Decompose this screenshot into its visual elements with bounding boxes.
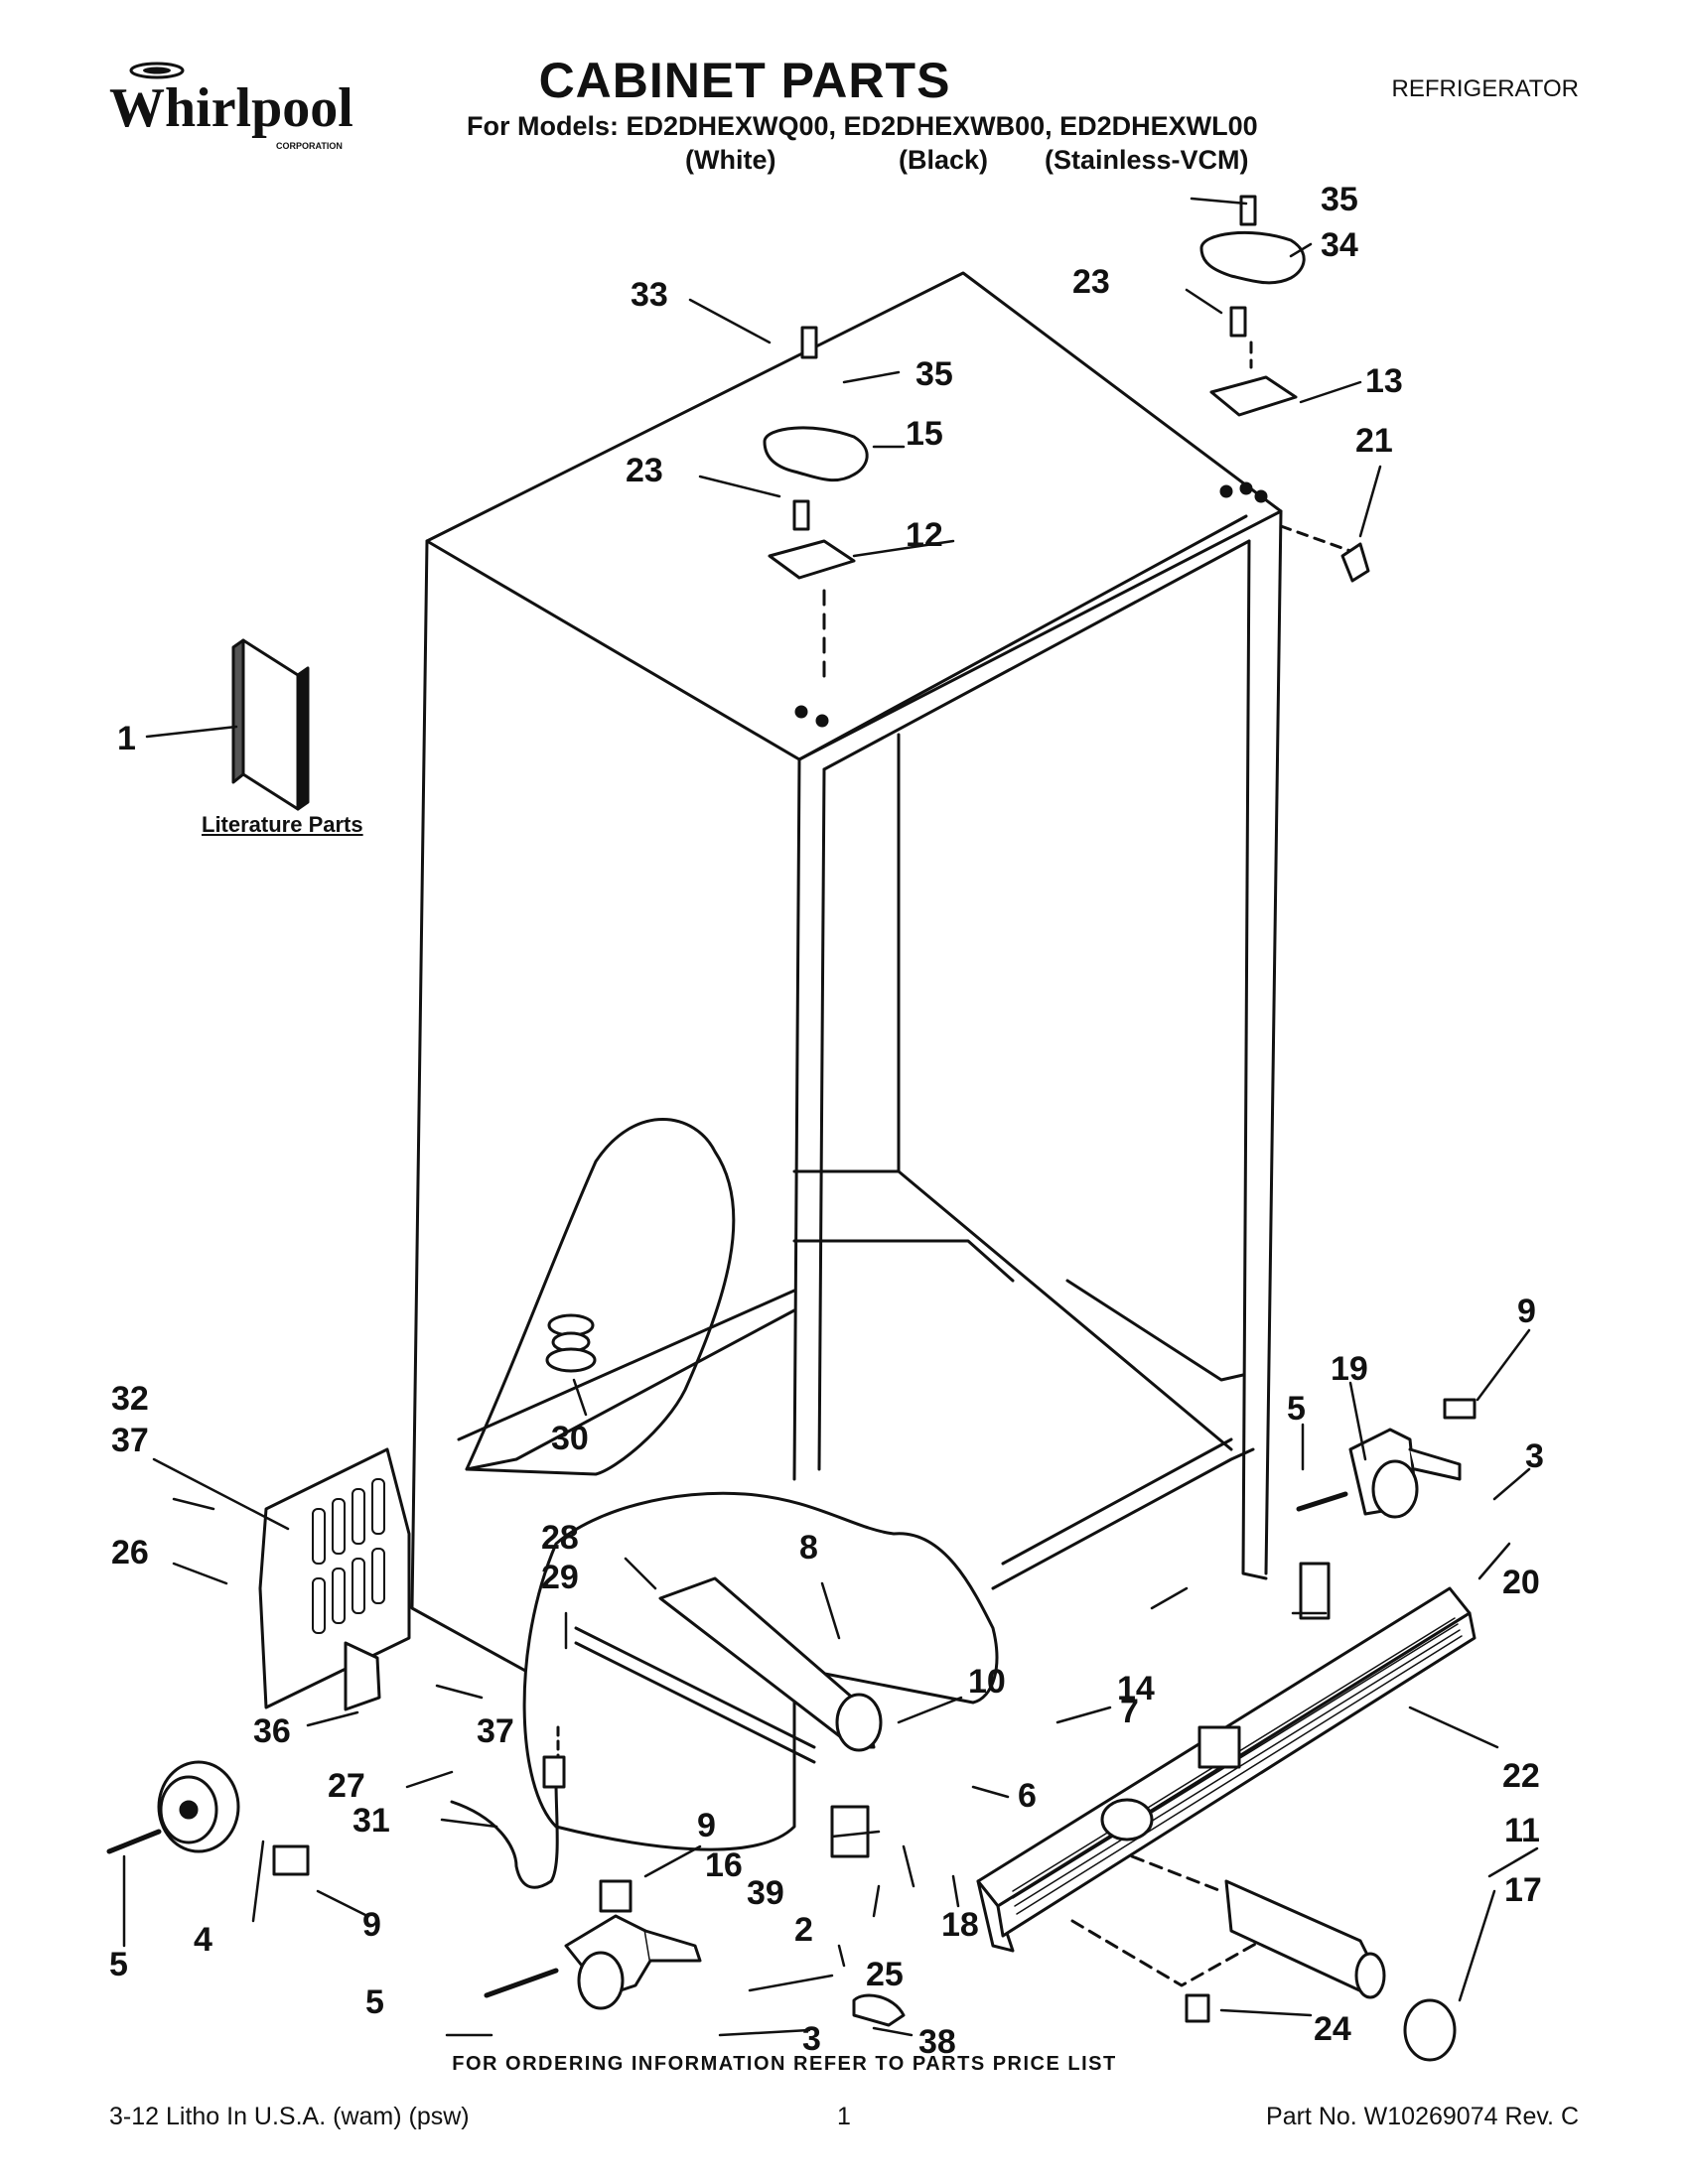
water-tube-assembly xyxy=(450,1725,566,1889)
callout-9c: 9 xyxy=(362,1906,381,1944)
brand-subtitle: CORPORATION xyxy=(276,141,343,151)
callout-32: 32 xyxy=(111,1380,149,1418)
ordering-note: FOR ORDERING INFORMATION REFER TO PARTS … xyxy=(452,2053,1117,2075)
callout-5: 5 xyxy=(109,1946,128,1983)
page-number: 1 xyxy=(837,2103,851,2130)
variant-black: (Black) xyxy=(899,145,989,175)
callout-labels: 1 2 3 3 4 5 5 5 6 7 8 9 9 9 10 11 12 13 … xyxy=(109,181,1544,2061)
cabinet-shell xyxy=(410,271,1283,1690)
callout-19: 19 xyxy=(1331,1350,1368,1388)
callout-9b: 9 xyxy=(697,1807,716,1844)
callout-10: 10 xyxy=(968,1663,1006,1701)
roller-bracket-right xyxy=(1296,1398,1477,1620)
hinge-assembly-left xyxy=(763,326,869,728)
toe-grille xyxy=(976,1586,1477,1953)
callout-1: 1 xyxy=(117,720,136,757)
page-title: CABINET PARTS xyxy=(538,53,951,108)
callout-14: 14 xyxy=(1117,1670,1155,1707)
rear-grille xyxy=(258,1447,411,1709)
callout-12: 12 xyxy=(906,516,943,554)
callout-25: 25 xyxy=(866,1956,904,1993)
callout-35b: 35 xyxy=(915,355,953,393)
callout-28: 28 xyxy=(541,1519,579,1557)
category-label: REFRIGERATOR xyxy=(1391,75,1579,102)
callout-38: 38 xyxy=(918,2023,956,2061)
callout-9: 9 xyxy=(1517,1293,1536,1330)
callout-39: 39 xyxy=(747,1874,784,1912)
roller-left xyxy=(106,1760,240,1854)
water-filter xyxy=(1070,1854,1457,2062)
models-line: For Models: ED2DHEXWQ00, ED2DHEXWB00, ED… xyxy=(467,111,1258,141)
callout-24: 24 xyxy=(1314,2010,1351,2048)
small-hardware xyxy=(272,1576,1241,2027)
callout-21: 21 xyxy=(1355,422,1393,460)
callout-13: 13 xyxy=(1365,362,1403,400)
grommet-part xyxy=(545,1313,597,1373)
callout-5b: 5 xyxy=(365,1983,384,2021)
callout-17: 17 xyxy=(1504,1871,1542,1909)
callout-16: 16 xyxy=(705,1846,743,1884)
callout-3: 3 xyxy=(1525,1437,1544,1475)
callout-20: 20 xyxy=(1502,1564,1540,1601)
hinge-assembly-right xyxy=(1199,195,1370,583)
callout-37: 37 xyxy=(111,1422,149,1459)
callout-7: 7 xyxy=(1120,1693,1139,1730)
cutaway-upper xyxy=(457,1118,796,1476)
callout-35: 35 xyxy=(1321,181,1358,218)
callout-27: 27 xyxy=(328,1767,365,1805)
callout-4: 4 xyxy=(194,1921,212,1959)
literature-parts-label: Literature Parts xyxy=(202,812,363,837)
callout-30: 30 xyxy=(551,1420,589,1457)
callout-5c: 5 xyxy=(1287,1390,1306,1428)
roller-bracket-front xyxy=(484,1914,702,2010)
callout-23b: 23 xyxy=(626,452,663,489)
callout-6: 6 xyxy=(1018,1777,1037,1815)
leader-lines xyxy=(122,197,1539,2037)
callout-2: 2 xyxy=(794,1911,813,1949)
callout-37b: 37 xyxy=(477,1712,514,1750)
callout-33: 33 xyxy=(631,276,668,314)
part-number: Part No. W10269074 Rev. C xyxy=(1266,2103,1579,2130)
callout-26: 26 xyxy=(111,1534,149,1571)
whirlpool-logo: Whirlpool CORPORATION xyxy=(109,62,353,151)
callout-36: 36 xyxy=(253,1712,291,1750)
variant-white: (White) xyxy=(685,145,776,175)
litho-footer: 3-12 Litho In U.S.A. (wam) (psw) xyxy=(109,2103,470,2130)
callout-11: 11 xyxy=(1504,1812,1540,1849)
callout-29: 29 xyxy=(541,1559,579,1596)
callout-8: 8 xyxy=(799,1529,818,1567)
callout-22: 22 xyxy=(1502,1757,1540,1795)
callout-15: 15 xyxy=(906,415,943,453)
callout-18: 18 xyxy=(941,1906,979,1944)
literature-book-icon xyxy=(231,638,310,811)
variant-stainless: (Stainless-VCM) xyxy=(1045,145,1249,175)
callout-31: 31 xyxy=(352,1802,390,1840)
brand-wordmark: Whirlpool xyxy=(109,77,353,139)
callout-3b: 3 xyxy=(802,2020,821,2058)
callout-34: 34 xyxy=(1321,226,1358,264)
callout-23: 23 xyxy=(1072,263,1110,301)
